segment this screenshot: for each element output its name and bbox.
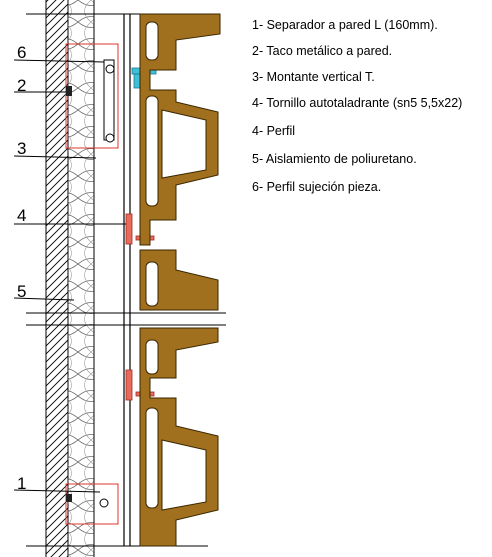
legend-item-3: 3- Montante vertical T. [252, 70, 375, 84]
callout-5: 5 [17, 282, 27, 301]
legend-item-7: 6- Perfil sujeción pieza. [252, 180, 382, 194]
legend-item-1: 1- Separador a pared L (160mm). [252, 18, 438, 32]
legend-item-6: 5- Aislamiento de poliuretano. [252, 152, 417, 166]
callout-3: 3 [17, 139, 27, 158]
callout-6: 6 [17, 43, 27, 62]
legend-item-2: 2- Taco metálico a pared. [252, 44, 393, 58]
callout-2: 2 [17, 76, 27, 95]
callout-1: 1 [17, 474, 27, 493]
leader-lines [13, 59, 126, 493]
lower-wall-bracket [65, 483, 119, 525]
wall-masonry [45, 0, 69, 557]
insulation-layer [68, 0, 95, 557]
legend-item-4: 4- Tornillo autotaladrante (sn5 5,5x22) [252, 96, 463, 110]
legend-item-5: 4- Perfil [252, 124, 296, 138]
callout-4: 4 [17, 206, 27, 225]
upper-wall-bracket [65, 43, 119, 149]
ceramic-cavities [145, 21, 207, 511]
